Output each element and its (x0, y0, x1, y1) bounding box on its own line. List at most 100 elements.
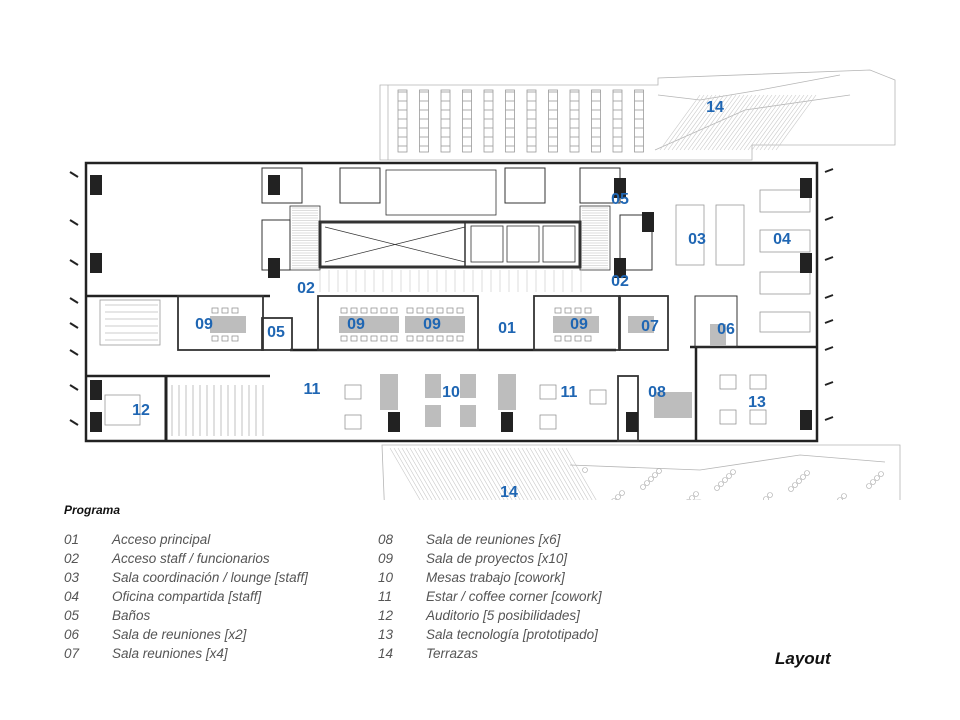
plant (730, 469, 736, 475)
hatch-line (715, 94, 757, 151)
plant (788, 486, 794, 492)
terrace-plants (582, 467, 884, 500)
chair (436, 307, 444, 314)
hatch-line (421, 447, 453, 500)
chair (436, 335, 444, 342)
room-label-10: 10 (442, 384, 460, 401)
fin (69, 259, 79, 266)
plant (841, 493, 847, 499)
hatch-line (449, 447, 481, 500)
legend-code: 11 (378, 589, 393, 604)
chair (749, 374, 767, 390)
chair (446, 335, 454, 342)
chair (370, 335, 378, 342)
plant (796, 478, 802, 484)
legend-code: 01 (64, 532, 80, 547)
hatch-line (473, 447, 505, 500)
chair (380, 307, 388, 314)
hatch-line (771, 94, 813, 151)
hatch-line (679, 94, 721, 151)
legend-text: Auditorio [5 posibilidades] (426, 608, 580, 623)
hatch-line (537, 447, 569, 500)
plant (792, 482, 798, 488)
hatch-line (675, 94, 717, 151)
hatch-line (397, 447, 429, 500)
hatch-line (501, 447, 533, 500)
hatch-line (743, 94, 785, 151)
fin (824, 256, 834, 261)
chair (406, 307, 414, 314)
fin (824, 168, 834, 173)
seat-row (505, 89, 515, 153)
hatch-line (517, 447, 549, 500)
hatch-line (505, 447, 537, 500)
hatch-line (703, 94, 745, 151)
legend-code: 12 (378, 608, 394, 623)
column (800, 253, 812, 273)
hatch-line (683, 94, 725, 151)
plant (640, 484, 646, 490)
seat-row (526, 89, 537, 153)
hatch-line (663, 94, 705, 151)
hatch-line (509, 447, 541, 500)
chair (344, 414, 362, 430)
legend-text: Mesas trabajo [cowork] (426, 570, 565, 585)
plant (800, 474, 806, 480)
chair (390, 335, 398, 342)
column (800, 410, 812, 430)
fin (69, 322, 79, 329)
table-blocks (210, 316, 726, 427)
hatch-line (553, 447, 585, 500)
hatch-line (747, 94, 789, 151)
room-label-02-west: 02 (297, 280, 315, 297)
chair (554, 335, 562, 342)
seat-row (397, 89, 408, 153)
plant (866, 483, 872, 489)
plant (686, 499, 690, 500)
chair (221, 307, 229, 314)
chair (574, 307, 582, 314)
fin (69, 419, 79, 426)
column (90, 253, 102, 273)
hatch-line (461, 447, 493, 500)
seat-row (419, 89, 429, 153)
chair (446, 307, 454, 314)
hatch-line (735, 94, 777, 151)
plant (648, 476, 654, 482)
seat-row (634, 89, 644, 153)
plant (615, 494, 621, 500)
chair (340, 335, 348, 342)
hatch-line (481, 447, 513, 500)
chair (456, 335, 464, 342)
column (800, 178, 812, 198)
chair (539, 384, 557, 400)
legend-text: Sala de reuniones [x6] (426, 532, 561, 547)
chair (344, 384, 362, 400)
hatch-line (557, 447, 589, 500)
chair (231, 307, 239, 314)
room-label-06: 06 (717, 321, 735, 338)
chair (574, 335, 582, 342)
hatch-line (521, 447, 553, 500)
room-label-08: 08 (648, 384, 666, 401)
chair (380, 335, 388, 342)
legend-code: 05 (64, 608, 80, 623)
plant (611, 498, 617, 500)
hatch-line (441, 447, 473, 500)
north-terrace (379, 69, 896, 161)
fin (824, 216, 834, 221)
legend-text: Sala reuniones [x4] (112, 646, 228, 661)
column (614, 178, 626, 198)
chair (211, 335, 219, 342)
room-label-09-c: 09 (423, 316, 441, 333)
plant (804, 470, 810, 476)
legend-code: 03 (64, 570, 80, 585)
legend-text: Estar / coffee corner [cowork] (426, 589, 602, 604)
stair-steps (292, 207, 608, 292)
hatch-line (711, 94, 753, 151)
hatch-line (529, 447, 561, 500)
hatch-line (719, 94, 761, 151)
